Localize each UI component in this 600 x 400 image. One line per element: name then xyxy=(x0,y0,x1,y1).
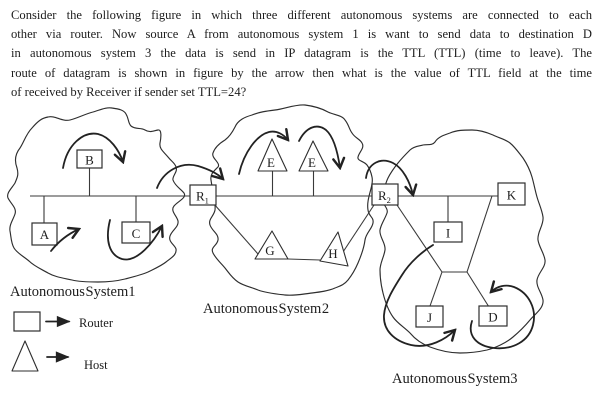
router-r1-label: R1 xyxy=(196,189,209,206)
question-line: other via router. Now source A from auto… xyxy=(11,27,592,42)
host-k-label: K xyxy=(507,188,517,203)
link-k-junction xyxy=(466,195,493,273)
host-e1-triangle xyxy=(257,138,288,172)
route-arrow-over-b xyxy=(62,132,123,169)
route-arrow-into-r1 xyxy=(156,163,223,189)
autonomous-system2-label: Autonomous System 2 xyxy=(203,301,329,317)
question-line: in autonomous system 3 the data is send … xyxy=(11,46,592,61)
host-k-box xyxy=(497,182,526,206)
router-r2-box xyxy=(371,183,399,206)
route-arrow-near-c xyxy=(107,219,162,261)
host-d-label: D xyxy=(488,310,497,325)
host-e1-label: E xyxy=(267,155,275,170)
link-g-h xyxy=(287,258,321,261)
host-b-label: B xyxy=(85,153,94,168)
question-line: of received by Receiver if sender set TT… xyxy=(11,84,247,99)
route-arrow-from-a xyxy=(50,229,79,252)
host-b-box xyxy=(76,149,103,169)
autonomous-system1-cloud xyxy=(7,107,186,283)
legend-router-icon xyxy=(13,311,41,332)
link-h-r2 xyxy=(342,204,375,253)
router-r2-label: R2 xyxy=(378,188,391,205)
question-line: route of datagram is shown in figure by … xyxy=(11,65,592,80)
legend-host-label: Host xyxy=(84,358,108,372)
link-junction-d xyxy=(466,271,490,308)
host-g-triangle xyxy=(254,230,289,260)
host-i-box xyxy=(433,221,463,243)
legend-router-label: Router xyxy=(79,316,114,330)
router-r1-box xyxy=(189,184,217,206)
route-arrow-over-e2 xyxy=(298,125,340,168)
host-d-box xyxy=(478,305,508,327)
host-h-triangle xyxy=(319,231,349,267)
legend-host-icon xyxy=(11,340,39,372)
link-junction-j xyxy=(429,271,443,307)
host-e2-label: E xyxy=(308,155,316,170)
link-r1-g xyxy=(213,203,259,255)
host-a-box xyxy=(31,222,58,246)
route-arrow-into-d xyxy=(469,286,535,350)
host-h-label: H xyxy=(328,246,337,261)
route-arrow-around-j xyxy=(383,244,455,347)
host-g-label: G xyxy=(265,243,274,258)
route-arrow-over-r2 xyxy=(365,159,413,195)
question-paragraph: Consider the following figure in which t… xyxy=(11,6,592,102)
host-e2-triangle xyxy=(298,140,329,172)
host-j-box xyxy=(415,305,444,328)
question-line: Consider the following figure in which t… xyxy=(11,8,592,22)
route-arrow-over-e1 xyxy=(238,132,288,175)
autonomous-system3-label: Autonomous System3 xyxy=(392,371,518,387)
host-i-label: I xyxy=(446,226,450,241)
host-j-label: J xyxy=(427,310,432,325)
host-c-box xyxy=(121,221,151,244)
host-c-label: C xyxy=(132,226,141,241)
autonomous-system1-label: Autonomous System1 xyxy=(10,284,136,300)
link-r2-junction xyxy=(396,204,443,273)
host-a-label: A xyxy=(40,227,50,242)
autonomous-system2-cloud xyxy=(209,104,374,296)
